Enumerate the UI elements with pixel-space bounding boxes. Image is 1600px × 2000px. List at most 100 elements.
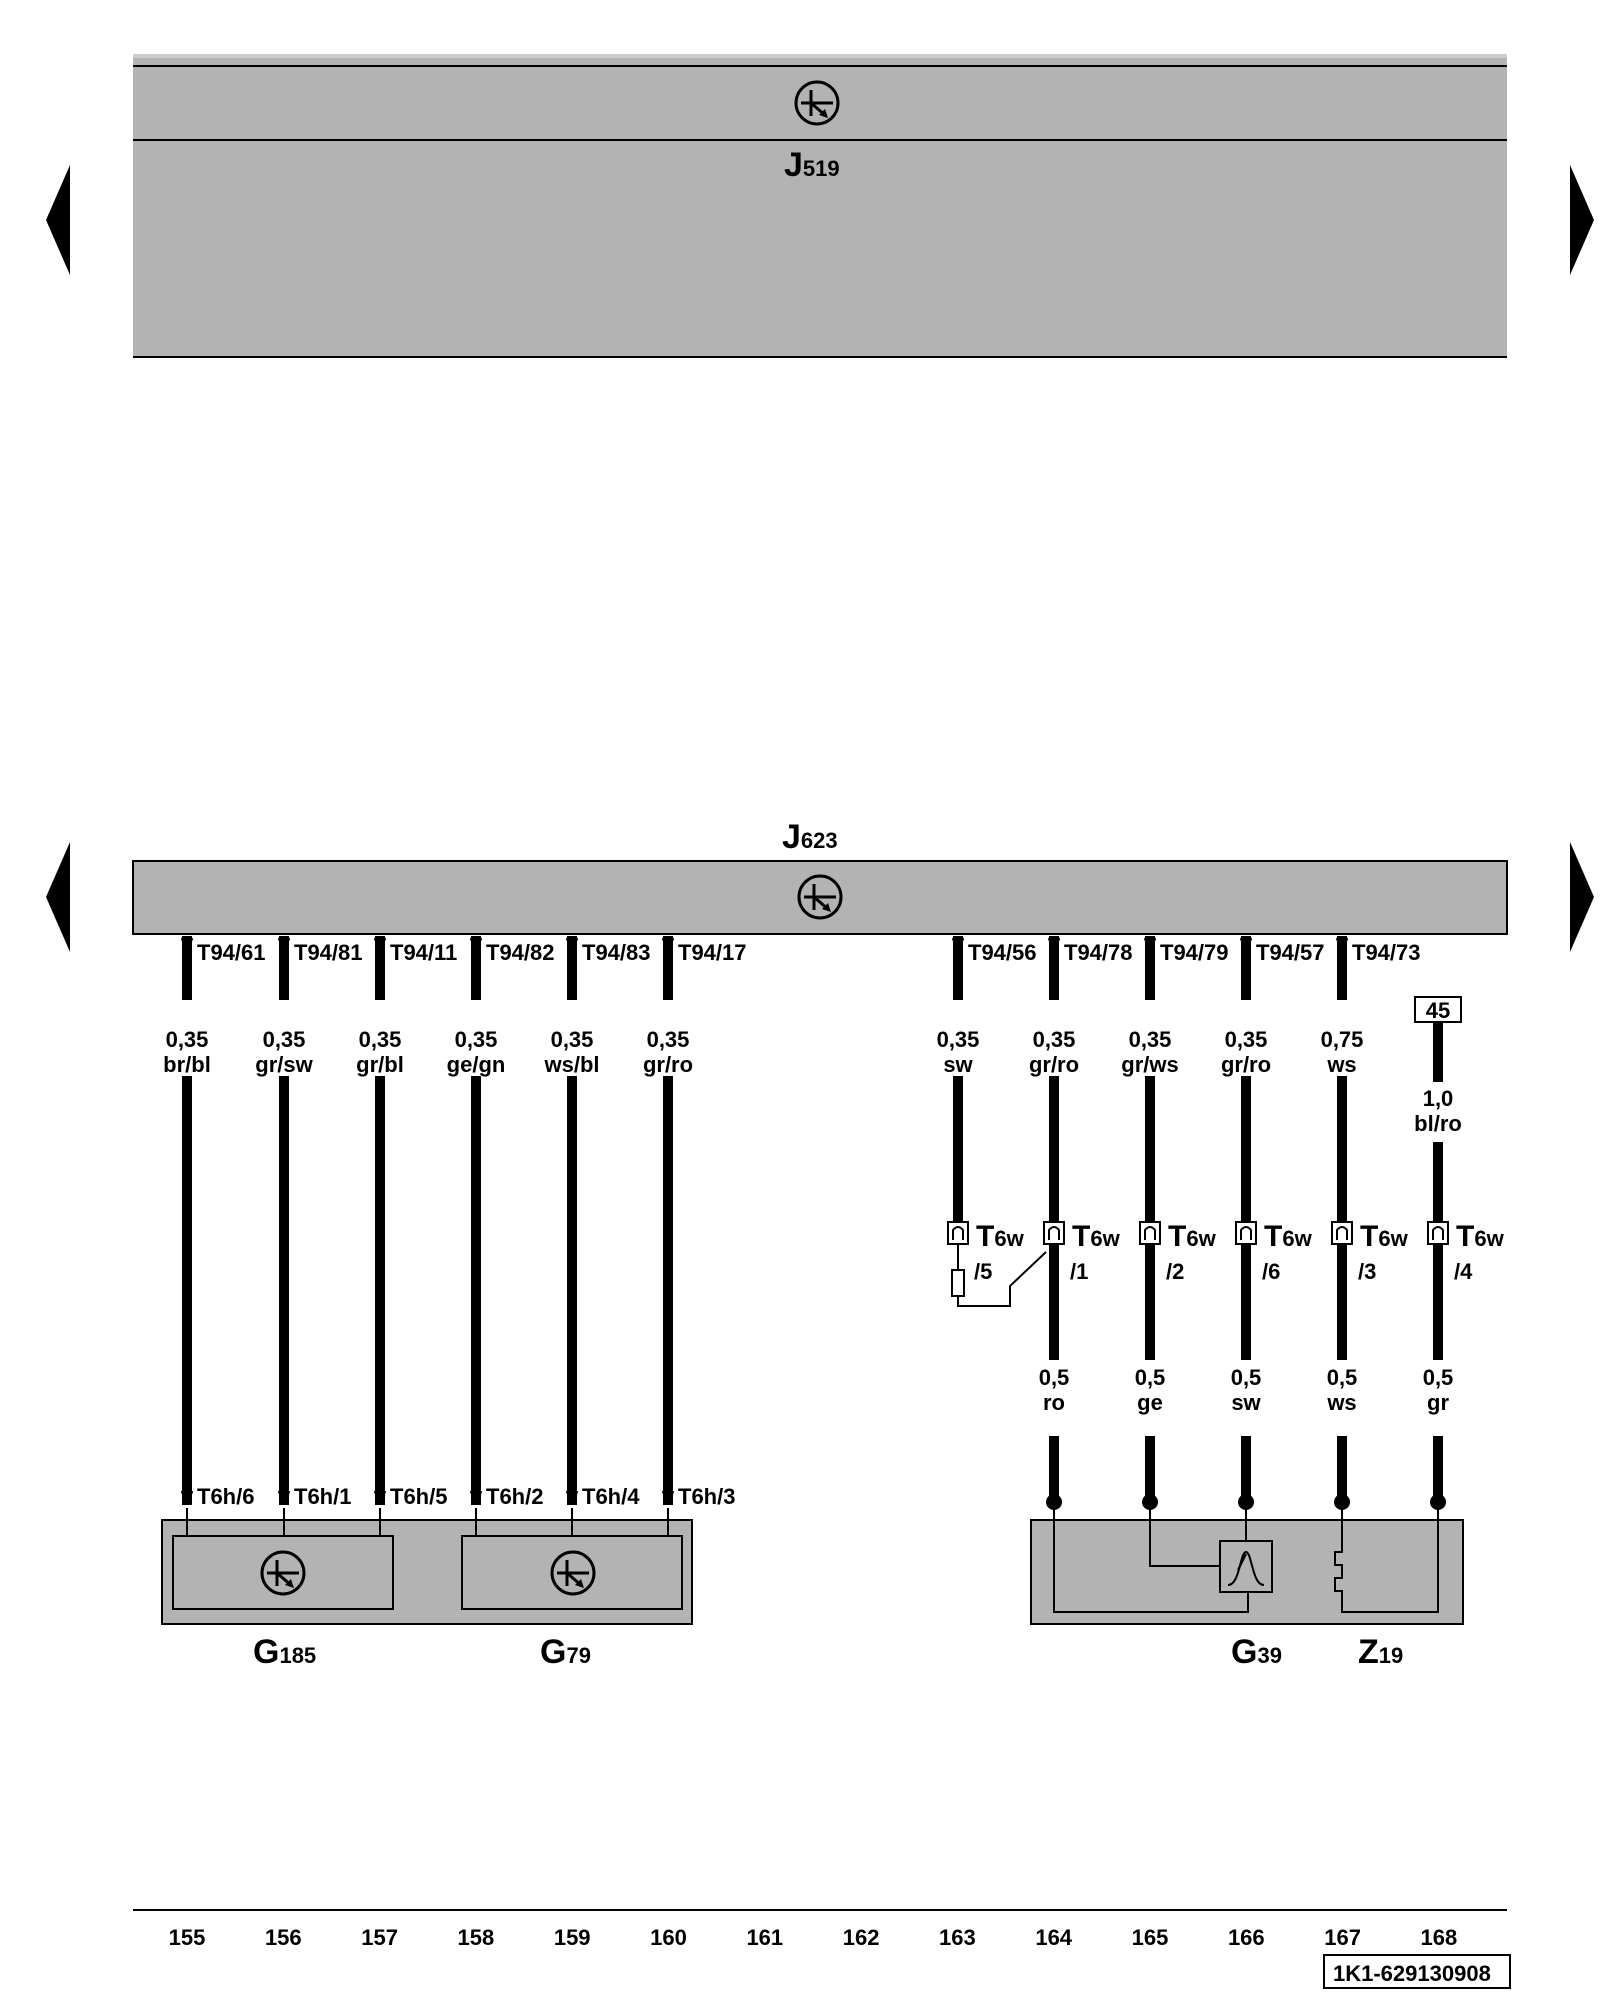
wire-size-lower: 0,5: [1423, 1365, 1454, 1390]
component-housing-g185-g79: [161, 1508, 693, 1625]
dest-pin-label: T6h/1: [294, 1484, 351, 1509]
wire-label-gap: [342, 1000, 418, 1076]
wire-label-gap: [630, 1000, 706, 1076]
reference-number: 45: [1426, 998, 1450, 1023]
connector-pin-number: /2: [1166, 1259, 1184, 1284]
dest-pin-label: T6h/6: [197, 1484, 254, 1509]
pin-terminal-icon: [565, 937, 579, 948]
wire-label-gap: [1112, 1360, 1188, 1436]
wire-size: 0,35: [1033, 1027, 1076, 1052]
wire-color-lower: ro: [1043, 1390, 1065, 1415]
column-number: 161: [746, 1925, 783, 1950]
connector-label: T6w: [1072, 1220, 1121, 1253]
connector-pin-icon: [1240, 1226, 1252, 1240]
pin-terminal-icon: [1239, 937, 1253, 948]
wire-label-gap: [1208, 1360, 1284, 1436]
document-code-box: 1K1-629130908: [1323, 1954, 1511, 1989]
component-label: G79: [540, 1633, 591, 1671]
next-page-arrow[interactable]: [1570, 165, 1594, 275]
connector-pin-number: /5: [974, 1259, 992, 1284]
next-page-arrow-lower[interactable]: [1570, 842, 1594, 952]
wire-size: 0,35: [647, 1027, 690, 1052]
electronic-symbol-icon: [550, 1550, 596, 1596]
wire-size: 1,0: [1423, 1086, 1454, 1111]
connector-pin-number: /1: [1070, 1259, 1088, 1284]
dest-pin-label: T6h/5: [390, 1484, 447, 1509]
connector-pin-icon: [1144, 1226, 1156, 1240]
component-label: Z19: [1358, 1633, 1403, 1671]
wire-color: gr/ro: [643, 1052, 693, 1077]
pin-terminal-icon: [469, 937, 483, 948]
sensor-g39-icon: [1219, 1540, 1273, 1593]
wire-color: gr/ro: [1029, 1052, 1079, 1077]
pin-terminal-icon: [469, 1490, 483, 1501]
jumper-line: [957, 1251, 1047, 1307]
column-number: 167: [1324, 1925, 1361, 1950]
connector-housing-icon: [1427, 1221, 1449, 1245]
column-number: 157: [361, 1925, 398, 1950]
pin-terminal-icon: [1335, 937, 1349, 948]
dest-pin-label: T6h/3: [678, 1484, 735, 1509]
wire-size-lower: 0,5: [1231, 1365, 1262, 1390]
wire-size: 0,35: [551, 1027, 594, 1052]
component-label: G185: [253, 1633, 316, 1671]
column-number: 158: [458, 1925, 495, 1950]
pin-terminal-icon: [565, 1490, 579, 1501]
pin-terminal-icon: [373, 937, 387, 948]
dest-pin-label: T6h/2: [486, 1484, 543, 1509]
connector-housing-icon: [1043, 1221, 1065, 1245]
electronic-symbol-icon: [260, 1550, 306, 1596]
connector-pin-icon: [1432, 1226, 1444, 1240]
wire-label-gap: [1304, 1360, 1380, 1436]
wire-size: 0,35: [937, 1027, 980, 1052]
pin-label: T94/17: [678, 940, 747, 965]
pin-label: T94/82: [486, 940, 555, 965]
connector-label: T6w: [1360, 1220, 1409, 1253]
wire-size-lower: 0,5: [1039, 1365, 1070, 1390]
pin-terminal-icon: [661, 1490, 675, 1501]
pin-label: T94/56: [968, 940, 1037, 965]
pin-label: T94/57: [1256, 940, 1325, 965]
column-number: 164: [1035, 1925, 1072, 1950]
prev-page-arrow-lower[interactable]: [46, 842, 70, 952]
electronic-symbol-icon: [794, 80, 840, 126]
wire-color-lower: ge: [1137, 1390, 1163, 1415]
pin-terminal-icon: [277, 1490, 291, 1501]
pin-terminal-icon: [661, 937, 675, 948]
connector-pin-number: /3: [1358, 1259, 1376, 1284]
wire-color: ws: [1326, 1052, 1356, 1077]
connector-pin-icon: [1048, 1226, 1060, 1240]
wire-label-gap: [534, 1000, 610, 1076]
pin-label: T94/83: [582, 940, 651, 965]
wire-color: gr/sw: [255, 1052, 313, 1077]
connector-label: T6w: [976, 1220, 1025, 1253]
left-wire-group: T94/610,35br/blT6h/6T94/810,35gr/swT6h/1…: [149, 936, 747, 1509]
dest-pin-label: T6h/4: [582, 1484, 640, 1509]
wire-size: 0,35: [359, 1027, 402, 1052]
wire-label-gap: [246, 1000, 322, 1076]
pin-terminal-icon: [1047, 937, 1061, 948]
prev-page-arrow[interactable]: [46, 165, 70, 275]
wire-label-gap: [1016, 1360, 1092, 1436]
electronic-symbol-icon: [797, 874, 843, 920]
wire-label-gap: [1016, 1000, 1092, 1076]
wire-color: sw: [943, 1052, 973, 1077]
pin-label: T94/81: [294, 940, 363, 965]
wire-size: 0,35: [263, 1027, 306, 1052]
column-number: 155: [169, 1925, 206, 1950]
column-number: 166: [1228, 1925, 1265, 1950]
resistor-icon: [951, 1269, 965, 1297]
connector-housing-icon: [947, 1221, 969, 1245]
heater-z19-icon: [1334, 1500, 1439, 1613]
wire-color: gr/ws: [1121, 1052, 1178, 1077]
wire-color: ws/bl: [543, 1052, 599, 1077]
pin-label: T94/79: [1160, 940, 1229, 965]
connector-housing-icon: [1139, 1221, 1161, 1245]
pin-label: T94/78: [1064, 940, 1133, 965]
